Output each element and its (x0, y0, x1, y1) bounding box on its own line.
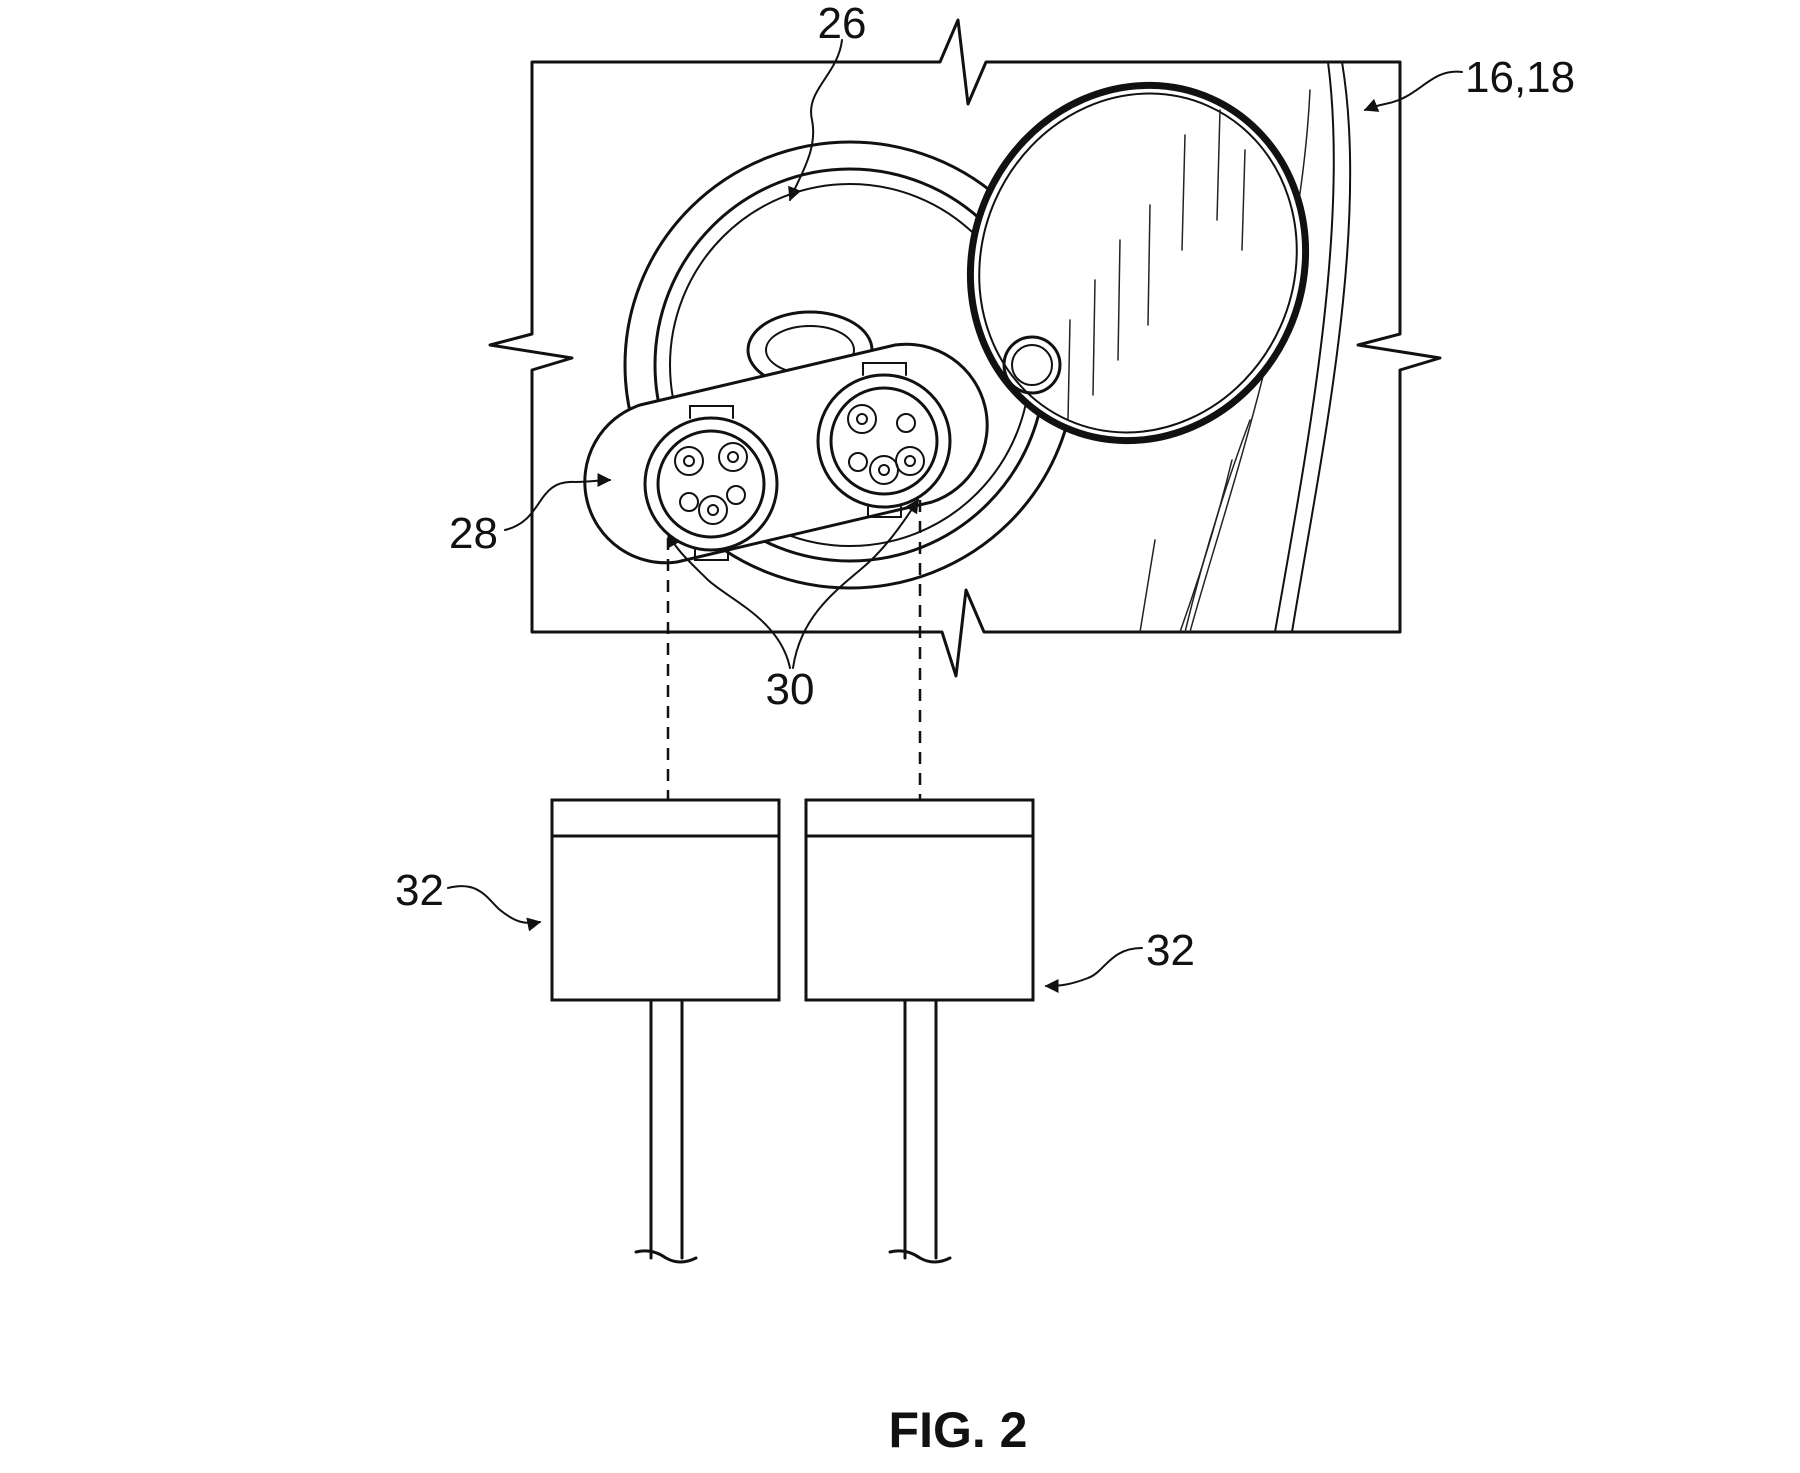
label-plug-left: 32 (395, 866, 444, 915)
charge-port-door (966, 81, 1310, 445)
leader-lines (447, 39, 1463, 993)
charging-plug-left (550, 798, 781, 1264)
figure-caption: FIG. 2 (889, 1402, 1028, 1458)
charging-connector-left (643, 405, 779, 561)
alignment-lines (666, 500, 922, 800)
charging-plug-right (804, 798, 1035, 1264)
label-plug-right: 32 (1146, 926, 1195, 975)
label-connectors: 30 (766, 665, 815, 714)
vehicle-body-panel (488, 18, 1442, 678)
label-inlet-housing: 28 (449, 509, 498, 558)
charging-connector-right (816, 362, 952, 518)
inlet-housing (583, 342, 989, 565)
label-port-ring: 26 (818, 0, 867, 48)
label-vehicle-body: 16,18 (1465, 53, 1575, 102)
